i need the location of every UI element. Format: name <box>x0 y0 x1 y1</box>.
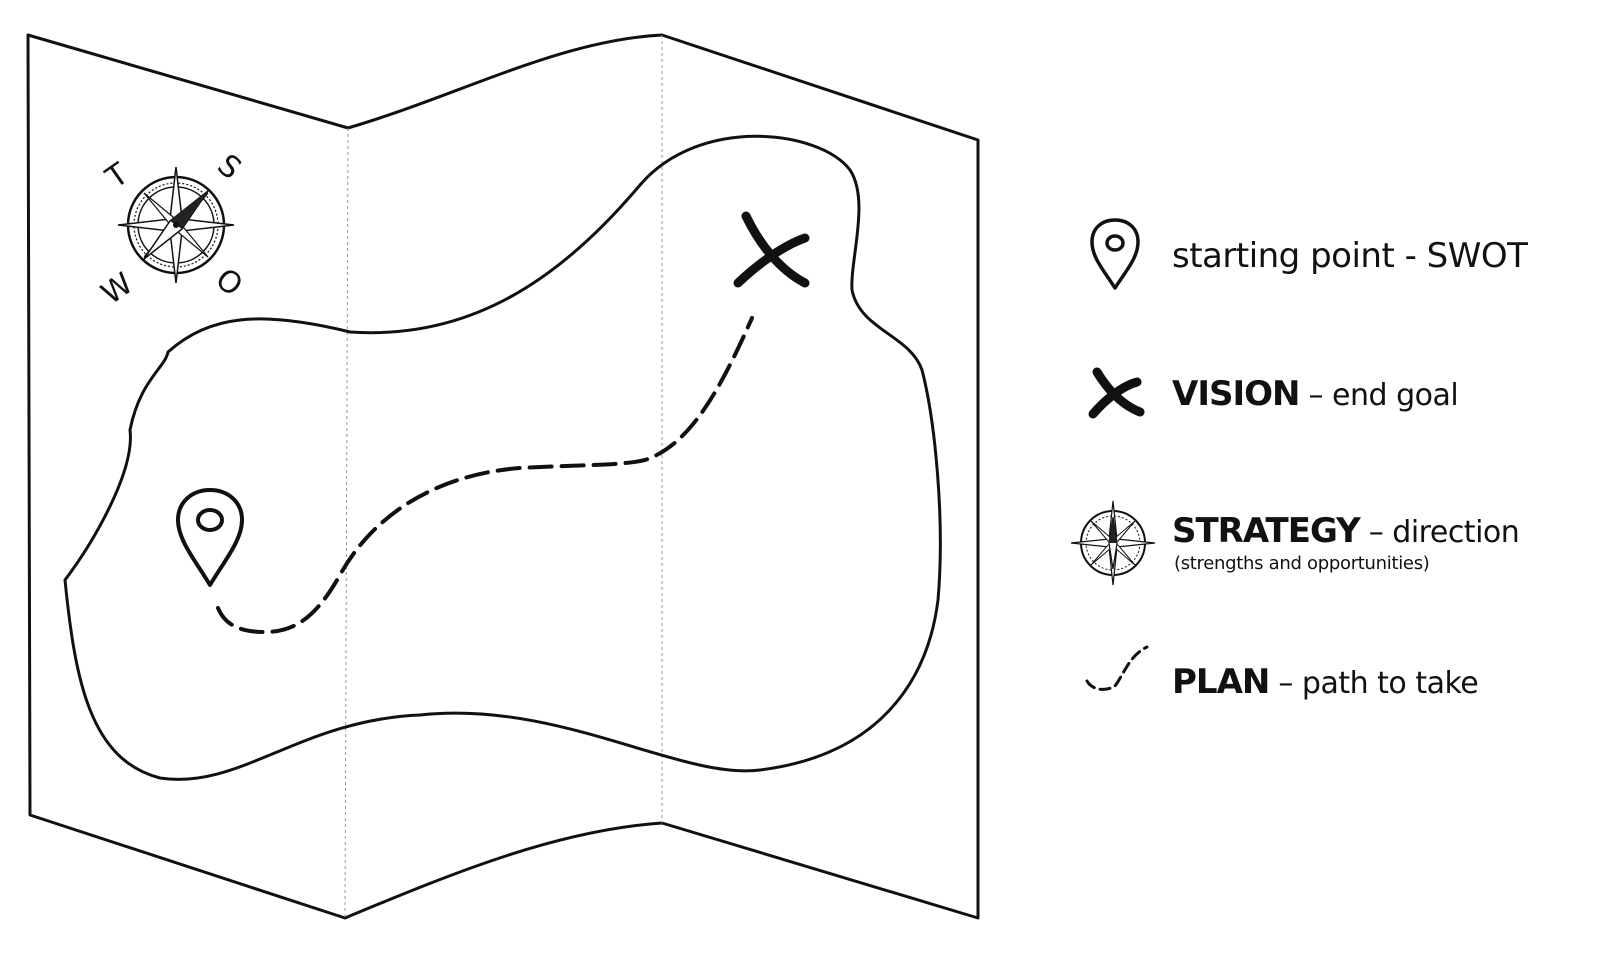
legend-dashed-path-icon <box>1085 645 1149 691</box>
map-paper <box>26 33 980 920</box>
legend-item-vision-bold: VISION <box>1172 374 1300 414</box>
legend-item-plan: PLAN – path to take <box>1172 662 1479 702</box>
map-pin-icon <box>176 488 244 587</box>
legend-item-strategy: STRATEGY – direction <box>1172 511 1520 551</box>
legend-item-strategy-sub: (strengths and opportunities) <box>1174 553 1430 574</box>
legend-item-strategy-label: – direction <box>1359 515 1520 550</box>
legend-compass-rose-icon <box>1070 500 1156 586</box>
compass-rose-icon <box>117 166 235 284</box>
legend-item-strategy-bold: STRATEGY <box>1172 511 1361 551</box>
legend-x-mark-icon <box>1088 367 1145 419</box>
legend-item-plan-bold: PLAN <box>1172 662 1270 702</box>
legend-item-start: starting point - SWOT <box>1172 236 1528 276</box>
island-outline <box>63 134 942 781</box>
legend-item-plan-label: – path to take <box>1269 666 1479 701</box>
legend-map-pin-icon <box>1090 218 1140 290</box>
plan-path <box>216 316 754 635</box>
legend-item-start-label: starting point - SWOT <box>1172 236 1528 276</box>
legend-item-vision-label: – end goal <box>1299 378 1459 413</box>
x-mark-icon <box>733 211 810 288</box>
legend-item-vision: VISION – end goal <box>1172 374 1459 414</box>
